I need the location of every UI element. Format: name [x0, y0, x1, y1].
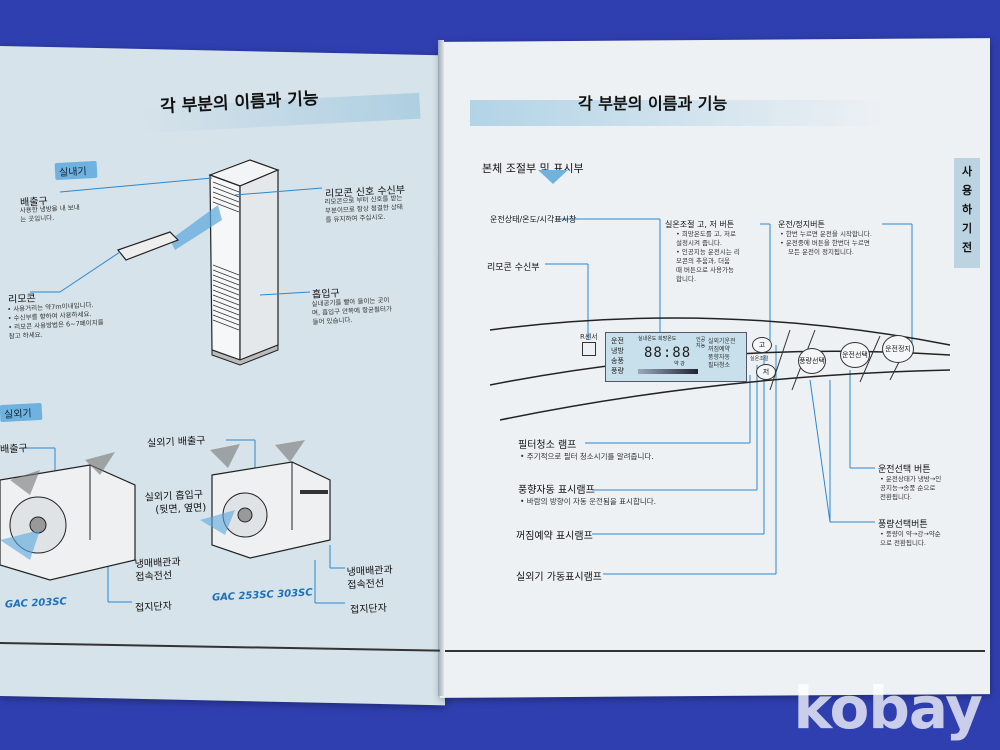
- right-title-banner: [470, 100, 890, 126]
- outdoor-section-tag: 실외기: [0, 402, 43, 423]
- section-arrow-icon: [538, 170, 568, 184]
- outdoor-intake-b-label: 실외기 흡입구(뒷면, 옆면): [144, 489, 207, 517]
- power-button-label: 운전/정지버튼: [778, 220, 825, 229]
- mode-button-label: 운전선택 버튼: [878, 465, 931, 475]
- book-spine: [438, 40, 444, 696]
- receiver-sensor-window: [582, 342, 596, 356]
- filter-lamp-desc: • 주기적으로 필터 청소시기를 알려줍니다.: [520, 452, 654, 461]
- outdoor-lamp-label: 실외기 가동표시램프: [516, 572, 602, 583]
- remote-desc: • 사용거리는 약7m이내입니다.• 수신부를 향하여 사용하세요.• 리모콘 …: [7, 301, 104, 341]
- ground-terminal-a-label: 접지단자: [134, 601, 173, 614]
- outdoor-units-illustration: [0, 440, 331, 581]
- temp-button-label: 실온조절 고, 저 버튼: [665, 220, 735, 229]
- lcd-digits: 88:88: [644, 345, 692, 361]
- right-page-title: 각 부분의 이름과 기능: [578, 94, 728, 113]
- receiver-label: 리모콘 수신부: [487, 263, 540, 273]
- section-title: 본체 조절부 및 표시부: [482, 162, 584, 175]
- swing-lamp-desc: • 바람의 방향이 자동 운전됨을 표시합니다.: [520, 497, 657, 506]
- timer-lamp-label: 꺼짐예약 표시램프: [516, 531, 593, 542]
- temp-down-button[interactable]: 저: [756, 364, 776, 380]
- lcd-top-label: 실내온도 희망온도: [638, 336, 677, 342]
- receiver-box-label: R센서: [580, 333, 598, 341]
- right-page-bottom-rule: [445, 650, 985, 652]
- temp-small-label: 실온조절: [750, 356, 769, 362]
- status-display-label: 운전상태/온도/시각표시창: [490, 215, 577, 224]
- lcd-fan-label: 약 강: [674, 361, 685, 367]
- outdoor-outlet-a-label: 배출구: [0, 443, 28, 456]
- mode-button[interactable]: 운전선택: [840, 342, 870, 368]
- watermark: kobay: [793, 674, 983, 742]
- side-tab-label: 사용하기전: [961, 165, 973, 254]
- lcd-ai-label: 인공지능: [696, 337, 706, 349]
- swing-lamp-label: 풍향자동 표시램프: [518, 485, 595, 496]
- fan-speed-button[interactable]: 풍량선택: [798, 348, 826, 374]
- filter-lamp-label: 필터청소 램프: [518, 440, 577, 451]
- ground-terminal-b-label: 접지단자: [349, 603, 388, 616]
- side-tab: 사용하기전: [954, 158, 980, 268]
- temp-up-button[interactable]: 고: [752, 337, 772, 353]
- fan-button-label: 풍량선택버튼: [878, 520, 928, 530]
- power-button[interactable]: 운전정지: [882, 335, 914, 363]
- indoor-unit-illustration: [117, 159, 280, 366]
- outdoor-outlet-b-label: 실외기 배출구: [146, 435, 206, 450]
- indoor-section-tag: 실내기: [54, 160, 98, 181]
- lcd-fan-bar: [638, 369, 698, 374]
